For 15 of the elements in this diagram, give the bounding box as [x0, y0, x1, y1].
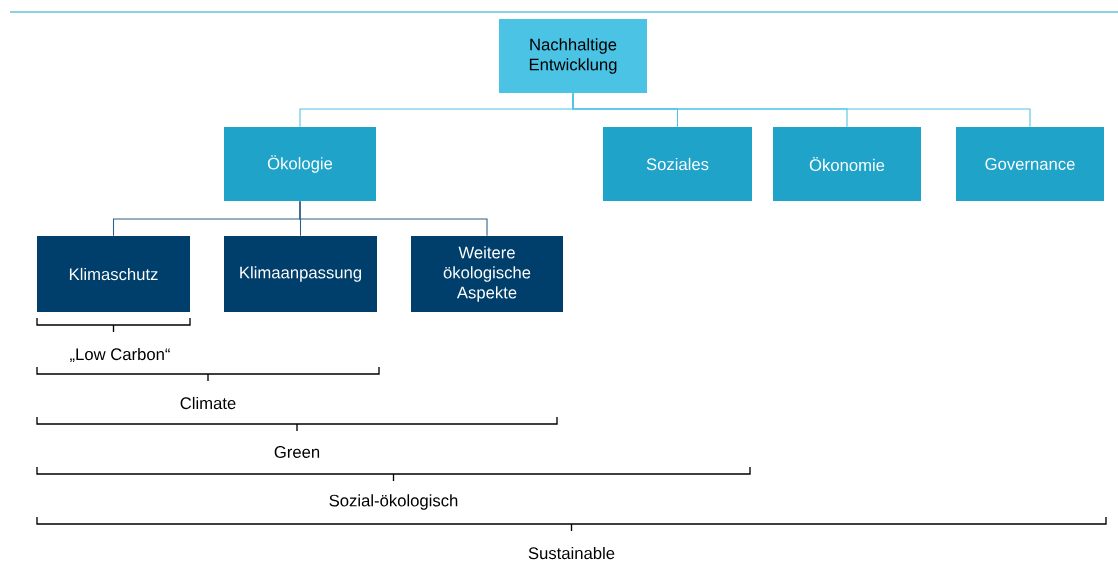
category-box: Klimaschutz	[37, 236, 190, 312]
category-box: Nachhaltige Entwicklung	[499, 19, 647, 93]
bracket-label: Green	[274, 446, 320, 458]
bracket-label: „Low Carbon“	[70, 347, 170, 363]
category-box: Ökonomie	[773, 127, 921, 201]
bracket-label: Climate	[180, 396, 236, 410]
category-box: Weitere ökologische Aspekte	[411, 236, 563, 312]
connector-line	[572, 92, 1031, 128]
bracket-label: Sozial-ökologisch	[329, 494, 458, 510]
category-box: Governance	[956, 127, 1104, 201]
category-box: Ökologie	[224, 127, 376, 201]
connector-line	[299, 200, 488, 237]
category-box: Klimaanpassung	[224, 236, 377, 312]
bracket-label: Sustainable	[528, 546, 615, 560]
category-box: Soziales	[603, 127, 752, 201]
